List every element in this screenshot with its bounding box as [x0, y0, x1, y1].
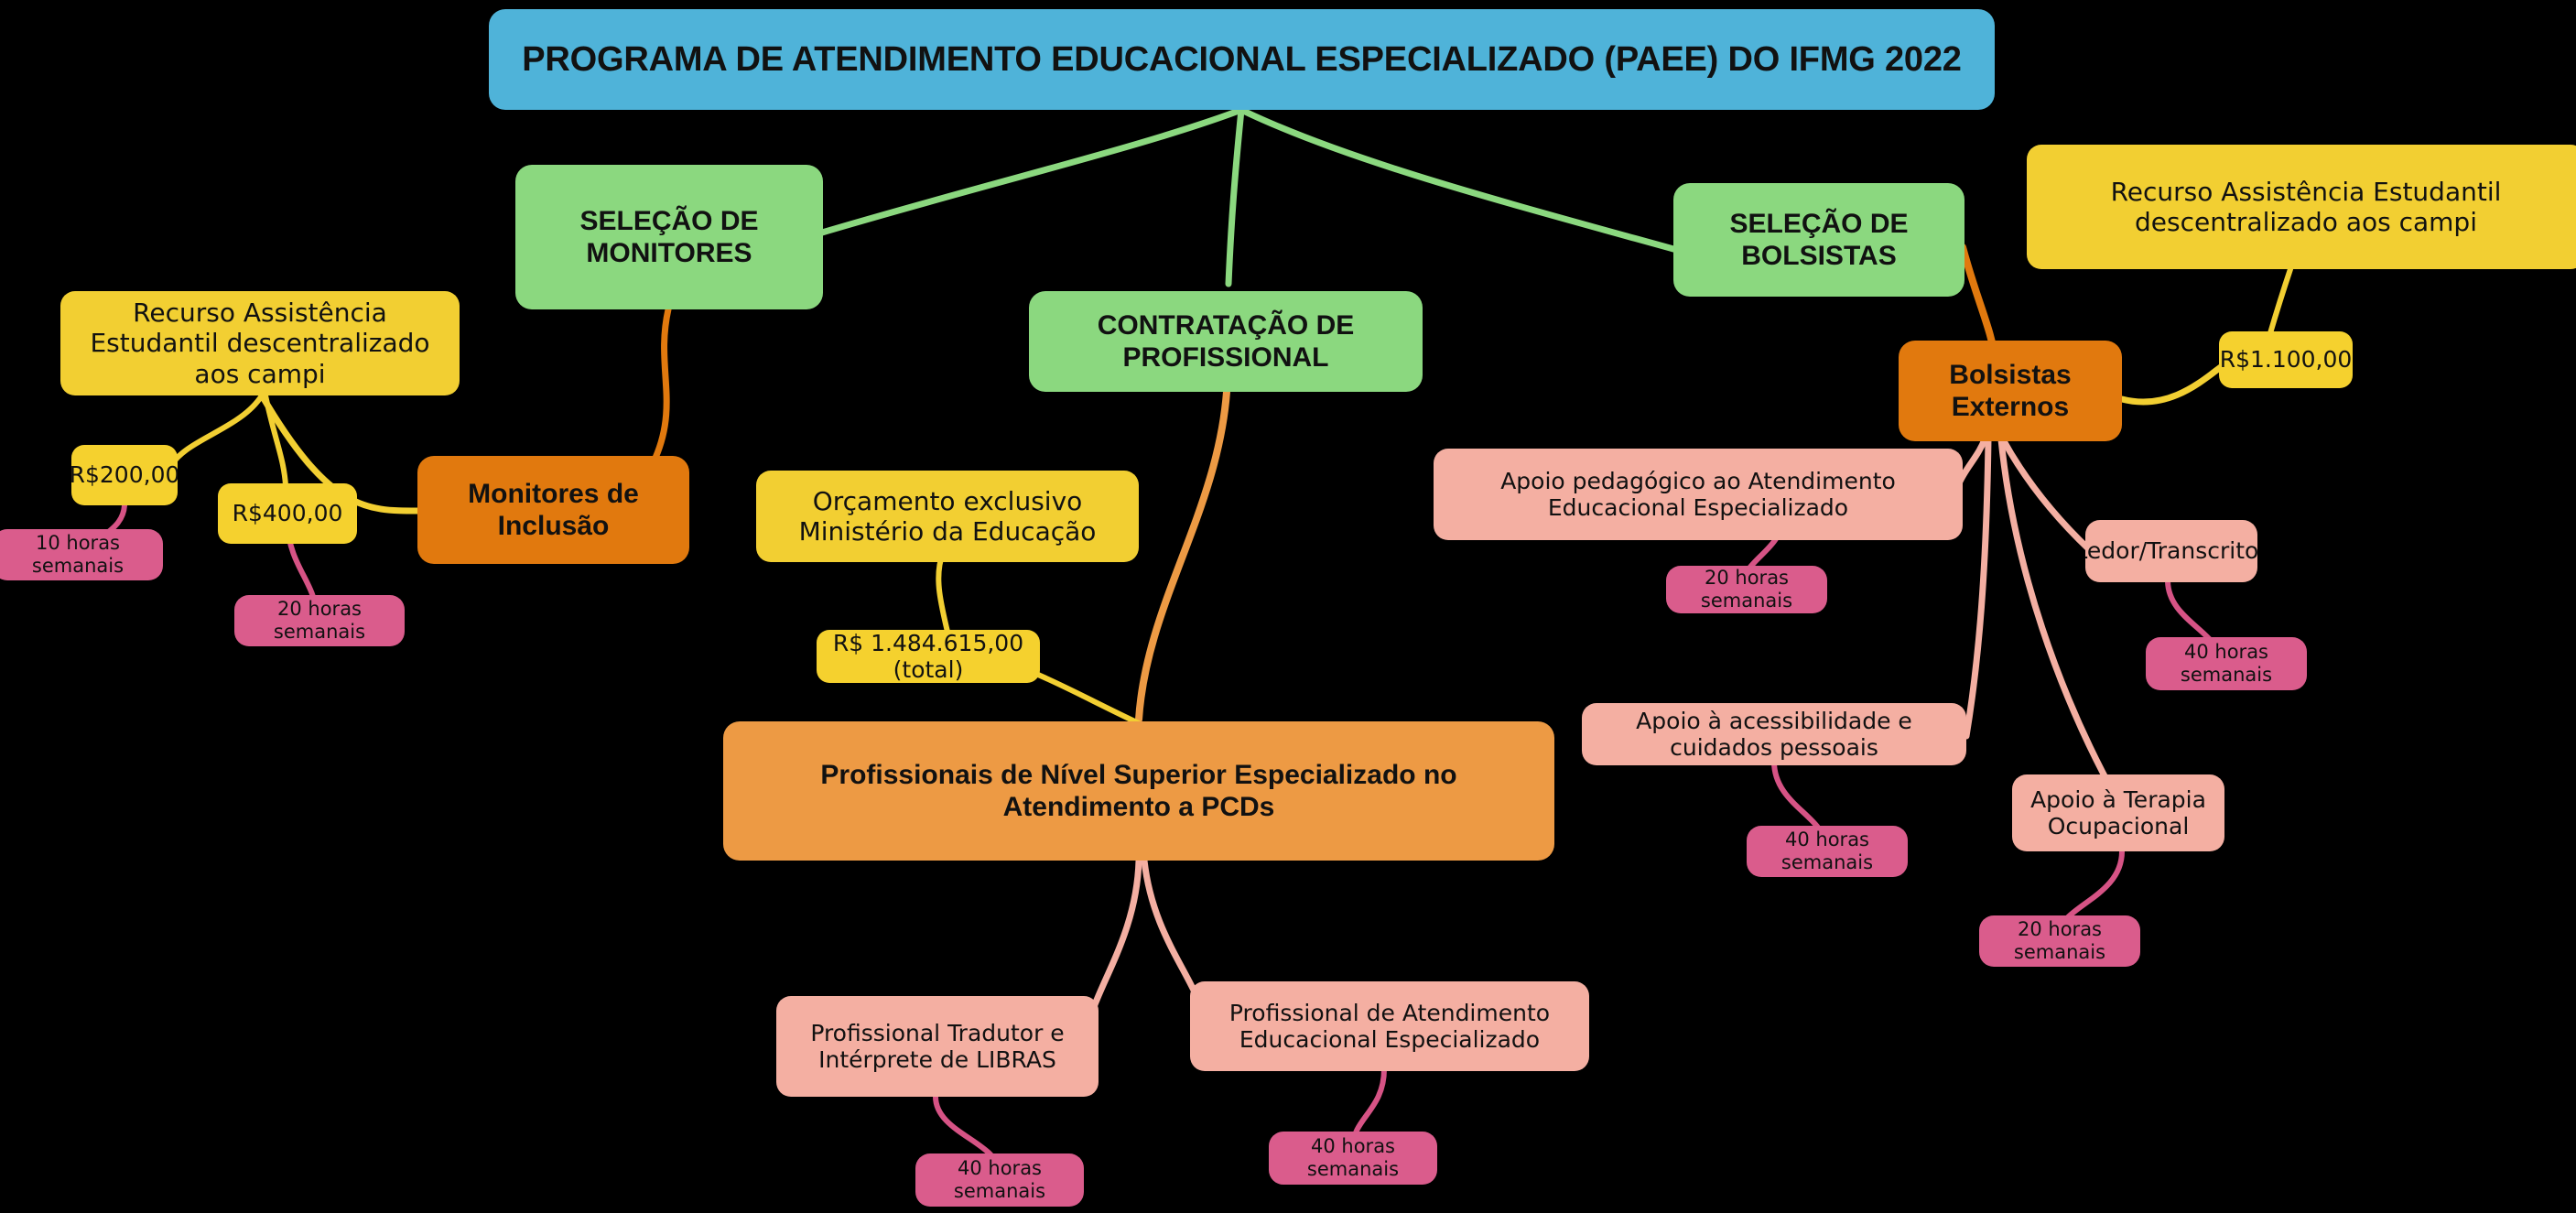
node-carga-40h-ledor-label: 40 horas semanais	[2180, 641, 2273, 686]
node-profissional-aee-label: Profissional de Atendimento Educacional …	[1228, 999, 1551, 1054]
node-profissional-aee[interactable]: Profissional de Atendimento Educacional …	[1190, 981, 1589, 1071]
node-carga-10h-label: 10 horas semanais	[31, 532, 124, 577]
node-profissionais-nivel-superior[interactable]: Profissionais de Nível Superior Especial…	[723, 721, 1554, 861]
edge-root-to-monitores	[818, 106, 1245, 236]
branch-selecao-bolsistas[interactable]: SELEÇÃO DE BOLSISTAS	[1673, 183, 1964, 297]
node-recurso-assistencia-direita-label: Recurso Assistência Estudantil descentra…	[2110, 176, 2502, 237]
node-valor-200[interactable]: R$200,00	[71, 445, 178, 505]
edge-root-to-bolsistas	[1238, 106, 1677, 253]
node-recurso-assistencia-esquerda-label: Recurso Assistência Estudantil descentra…	[90, 298, 430, 389]
node-ledor-transcritor[interactable]: Ledor/Transcritor	[2085, 520, 2257, 582]
edge-1100-to-recurso-dir	[2268, 266, 2293, 336]
edge-externos-to-terapia	[1997, 436, 2120, 802]
node-monitores-de-inclusao[interactable]: Monitores de Inclusão	[417, 456, 689, 564]
node-orcamento-mec-label: Orçamento exclusivo Ministério da Educaç…	[798, 485, 1097, 547]
edge-profissionais-to-libras	[1090, 857, 1142, 1011]
node-carga-40h-libras-label: 40 horas semanais	[953, 1157, 1046, 1202]
node-carga-20h-monitores-label: 20 horas semanais	[273, 598, 366, 643]
node-tradutor-libras-label: Profissional Tradutor e Intérprete de LI…	[810, 1019, 1065, 1074]
node-valor-400-label: R$400,00	[232, 500, 343, 527]
node-carga-40h-acessibilidade-label: 40 horas semanais	[1780, 829, 1874, 873]
node-bolsistas-externos[interactable]: Bolsistas Externos	[1899, 341, 2122, 441]
node-apoio-terapia-ocupacional-label: Apoio à Terapia Ocupacional	[2030, 785, 2206, 840]
node-valor-1100-label: R$1.100,00	[2219, 346, 2353, 374]
node-tradutor-libras[interactable]: Profissional Tradutor e Intérprete de LI…	[776, 996, 1099, 1097]
node-apoio-pedagogico-label: Apoio pedagógico ao Atendimento Educacio…	[1500, 467, 1896, 522]
edge-externos-to-pedagogico	[1955, 436, 1988, 487]
node-valor-1100[interactable]: R$1.100,00	[2219, 331, 2353, 388]
edge-contratacao-to-profissionais	[1135, 388, 1230, 723]
node-carga-40h-libras[interactable]: 40 horas semanais	[915, 1153, 1084, 1207]
node-carga-40h-ledor[interactable]: 40 horas semanais	[2146, 637, 2307, 690]
edge-externos-to-ledor	[1999, 436, 2093, 553]
root-node[interactable]: PROGRAMA DE ATENDIMENTO EDUCACIONAL ESPE…	[489, 9, 1995, 110]
node-valor-400[interactable]: R$400,00	[218, 483, 357, 544]
node-apoio-terapia-ocupacional[interactable]: Apoio à Terapia Ocupacional	[2012, 774, 2224, 851]
edge-recurso-esq-to-400	[263, 393, 288, 488]
node-carga-20h-pedagogico-label: 20 horas semanais	[1700, 567, 1793, 612]
node-profissionais-nivel-superior-label: Profissionais de Nível Superior Especial…	[820, 759, 1457, 822]
branch-contratacao-profissional[interactable]: CONTRATAÇÃO DE PROFISSIONAL	[1029, 291, 1423, 392]
branch-selecao-monitores[interactable]: SELEÇÃO DE MONITORES	[515, 165, 823, 309]
node-ledor-transcritor-label: Ledor/Transcritor	[2085, 537, 2257, 565]
node-carga-20h-pedagogico[interactable]: 20 horas semanais	[1666, 566, 1827, 613]
branch-selecao-bolsistas-label: SELEÇÃO DE BOLSISTAS	[1729, 208, 1909, 271]
edge-total-to-orcamento	[936, 550, 950, 634]
node-apoio-acessibilidade-label: Apoio à acessibilidade e cuidados pessoa…	[1636, 707, 1912, 762]
root-node-label: PROGRAMA DE ATENDIMENTO EDUCACIONAL ESPE…	[522, 39, 1962, 79]
branch-contratacao-profissional-label: CONTRATAÇÃO DE PROFISSIONAL	[1097, 309, 1355, 373]
node-carga-20h-terapia-label: 20 horas semanais	[2013, 918, 2106, 963]
node-carga-40h-aee[interactable]: 40 horas semanais	[1269, 1132, 1437, 1185]
node-monitores-de-inclusao-label: Monitores de Inclusão	[468, 478, 639, 541]
node-recurso-assistencia-esquerda[interactable]: Recurso Assistência Estudantil descentra…	[60, 291, 460, 395]
branch-selecao-monitores-label: SELEÇÃO DE MONITORES	[579, 205, 759, 268]
node-apoio-pedagogico[interactable]: Apoio pedagógico ao Atendimento Educacio…	[1434, 449, 1963, 540]
edge-externos-to-1100	[2118, 355, 2237, 406]
node-valor-total[interactable]: R$ 1.484.615,00 (total)	[817, 630, 1040, 683]
edge-recurso-esq-to-200	[167, 393, 265, 471]
node-carga-40h-aee-label: 40 horas semanais	[1306, 1135, 1400, 1180]
node-recurso-assistencia-direita[interactable]: Recurso Assistência Estudantil descentra…	[2027, 145, 2576, 269]
node-carga-20h-terapia[interactable]: 20 horas semanais	[1979, 915, 2140, 967]
node-apoio-acessibilidade[interactable]: Apoio à acessibilidade e cuidados pessoa…	[1582, 703, 1966, 765]
node-valor-total-label: R$ 1.484.615,00 (total)	[832, 630, 1024, 683]
node-bolsistas-externos-label: Bolsistas Externos	[1949, 359, 2072, 422]
node-valor-200-label: R$200,00	[71, 461, 178, 489]
node-orcamento-mec[interactable]: Orçamento exclusivo Ministério da Educaç…	[756, 471, 1139, 562]
edge-externos-to-acessibilidade	[1963, 436, 1992, 740]
node-carga-10h[interactable]: 10 horas semanais	[0, 529, 163, 580]
node-carga-40h-acessibilidade[interactable]: 40 horas semanais	[1747, 826, 1908, 877]
edge-monitores-to-inclusao	[652, 306, 672, 461]
node-carga-20h-monitores[interactable]: 20 horas semanais	[234, 595, 405, 646]
edge-root-to-contratacao	[1225, 106, 1245, 287]
edge-profissionais-to-aee	[1141, 857, 1201, 1002]
